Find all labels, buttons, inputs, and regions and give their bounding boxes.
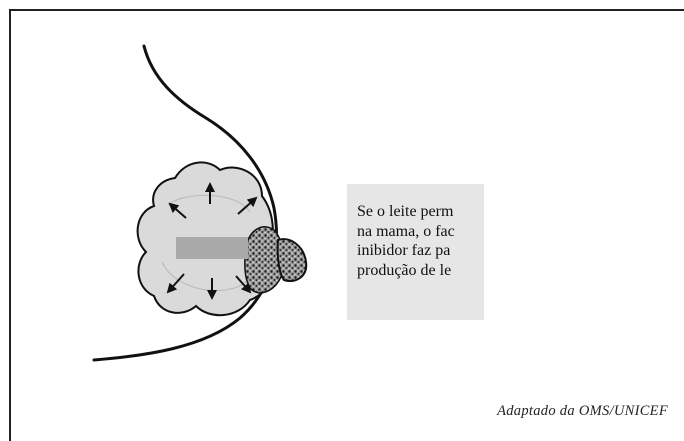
arrow-icon — [235, 275, 252, 294]
arrow-icon — [237, 196, 258, 215]
frame-top-border — [9, 9, 684, 11]
redaction-bar — [176, 237, 248, 259]
explanation-text: Se o leite perm na mama, o fac inibidor … — [357, 202, 455, 280]
explanation-line: na mama, o fac — [357, 222, 455, 240]
explanation-line: inibidor faz pa — [357, 242, 451, 259]
frame-left-border — [9, 9, 11, 441]
arrow-icon — [166, 273, 185, 294]
explanation-line: Se o leite perm — [357, 203, 454, 220]
explanation-line: produção de le — [357, 261, 452, 279]
pressure-arrows — [166, 182, 258, 300]
arrow-icon — [168, 202, 187, 219]
explanation-box: Se o leite perm na mama, o fac inibidor … — [347, 184, 484, 320]
source-caption: Adaptado da OMS/UNICEF — [497, 403, 668, 419]
breast-outline — [92, 44, 278, 362]
nipple — [276, 238, 308, 282]
